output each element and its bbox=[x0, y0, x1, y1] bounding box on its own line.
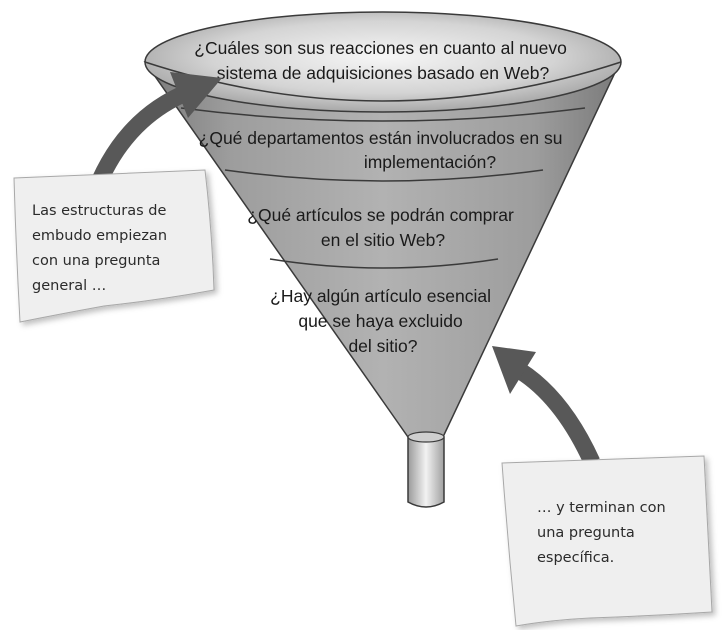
question-4-line-3: del sitio? bbox=[348, 336, 417, 356]
note-specific bbox=[501, 455, 713, 627]
question-4: ¿Hay algún artículo esencial que se haya… bbox=[270, 286, 496, 356]
note-general-line-1: Las estructuras de bbox=[32, 203, 167, 219]
question-3-line-1: ¿Qué artículos se podrán comprar bbox=[247, 205, 514, 225]
question-3-line-2: en el sitio Web? bbox=[321, 230, 445, 250]
question-4-line-2: que se haya excluido bbox=[298, 311, 462, 331]
note-general-line-3: con una pregunta bbox=[32, 253, 160, 269]
note-specific-line-2: una pregunta bbox=[537, 525, 635, 541]
question-2-line-1: ¿Qué departamentos están involucrados en… bbox=[199, 128, 563, 148]
note-specific-text: … y terminan con una pregunta específica… bbox=[537, 500, 670, 566]
note-specific-line-3: específica. bbox=[537, 550, 614, 566]
funnel-spout-top bbox=[407, 431, 445, 443]
question-2: ¿Qué departamentos están involucrados en… bbox=[199, 128, 568, 172]
band-divider-2 bbox=[224, 169, 544, 182]
funnel-spout bbox=[407, 436, 445, 508]
band-divider-1 bbox=[180, 107, 586, 122]
question-1: ¿Cuáles son sus reacciones en cuanto al … bbox=[194, 38, 571, 83]
question-2-line-2: implementación? bbox=[364, 152, 497, 172]
band-divider-3 bbox=[269, 258, 499, 269]
arrow-to-specific-question bbox=[492, 346, 600, 466]
question-1-line-1: ¿Cuáles son sus reacciones en cuanto al … bbox=[194, 38, 567, 58]
note-general-line-2: embudo empiezan bbox=[32, 228, 167, 244]
note-specific-line-1: … y terminan con bbox=[537, 500, 666, 516]
note-general-line-4: general … bbox=[32, 278, 106, 294]
question-4-line-1: ¿Hay algún artículo esencial bbox=[270, 286, 491, 306]
funnel-rim bbox=[144, 11, 622, 113]
question-1-line-2: sistema de adquisiciones basado en Web? bbox=[217, 63, 550, 83]
note-general bbox=[13, 169, 215, 323]
note-general-text: Las estructuras de embudo empiezan con u… bbox=[32, 203, 172, 294]
question-3: ¿Qué artículos se podrán comprar en el s… bbox=[247, 205, 518, 250]
